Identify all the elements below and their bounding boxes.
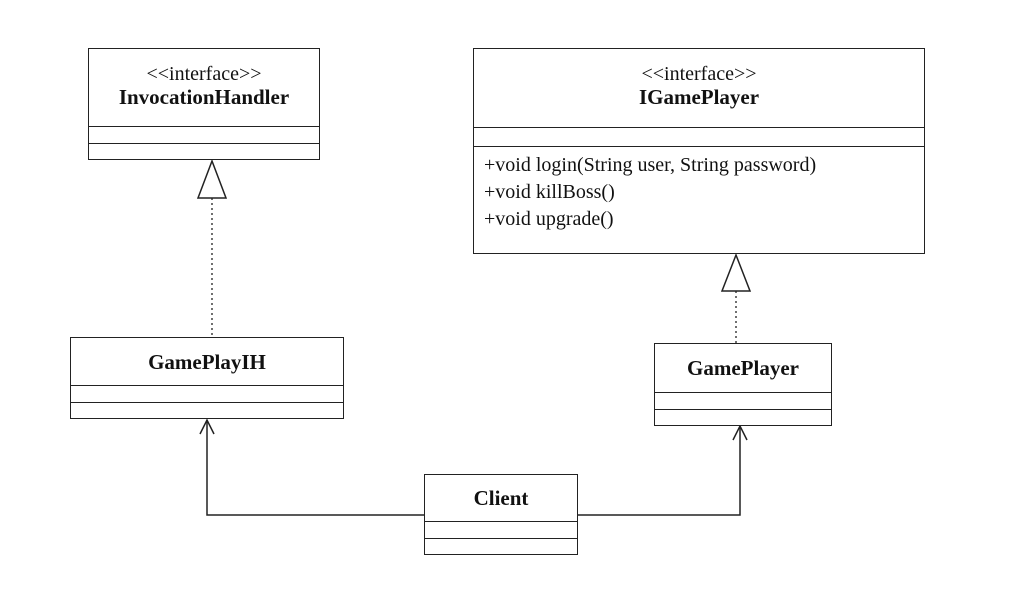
class-header: <<interface>> IGamePlayer xyxy=(474,49,924,127)
association-arrowhead-gameplayih xyxy=(199,418,215,435)
stereotype-label: <<interface>> xyxy=(146,63,262,85)
class-name: GamePlayIH xyxy=(148,350,266,374)
class-name: IGamePlayer xyxy=(638,85,760,109)
methods-compartment xyxy=(89,143,319,159)
attributes-compartment xyxy=(425,521,577,538)
class-gameplayih[interactable]: GamePlayIH xyxy=(70,337,344,419)
method-login: +void login(String user, String password… xyxy=(484,154,817,176)
class-client[interactable]: Client xyxy=(424,474,578,555)
method-killboss: +void killBoss() xyxy=(484,181,615,203)
methods-compartment xyxy=(71,402,343,417)
class-header: GamePlayIH xyxy=(71,338,343,385)
attributes-compartment xyxy=(474,127,924,146)
association-line-client-gameplayih xyxy=(206,420,424,516)
class-name: Client xyxy=(473,486,529,510)
methods-compartment xyxy=(425,538,577,553)
stereotype-label: <<interface>> xyxy=(641,63,757,85)
class-header: Client xyxy=(425,475,577,521)
class-header: GamePlayer xyxy=(655,344,831,392)
class-name: InvocationHandler xyxy=(118,85,290,109)
attributes-compartment xyxy=(71,385,343,402)
association-arrowhead-gameplayer xyxy=(732,424,748,441)
realization-arrowhead-igameplayer xyxy=(720,252,752,292)
class-header: <<interface>> InvocationHandler xyxy=(89,49,319,126)
methods-compartment: +void login(String user, String password… xyxy=(474,146,924,253)
class-name: GamePlayer xyxy=(687,356,799,380)
realization-arrowhead-invocationhandler xyxy=(196,158,228,199)
methods-compartment xyxy=(655,409,831,424)
class-igameplayer[interactable]: <<interface>> IGamePlayer +void login(St… xyxy=(473,48,925,254)
class-gameplayer[interactable]: GamePlayer xyxy=(654,343,832,426)
method-upgrade: +void upgrade() xyxy=(484,208,614,230)
attributes-compartment xyxy=(89,126,319,143)
attributes-compartment xyxy=(655,392,831,409)
association-line-client-gameplayer xyxy=(578,426,741,516)
class-invocationhandler[interactable]: <<interface>> InvocationHandler xyxy=(88,48,320,160)
